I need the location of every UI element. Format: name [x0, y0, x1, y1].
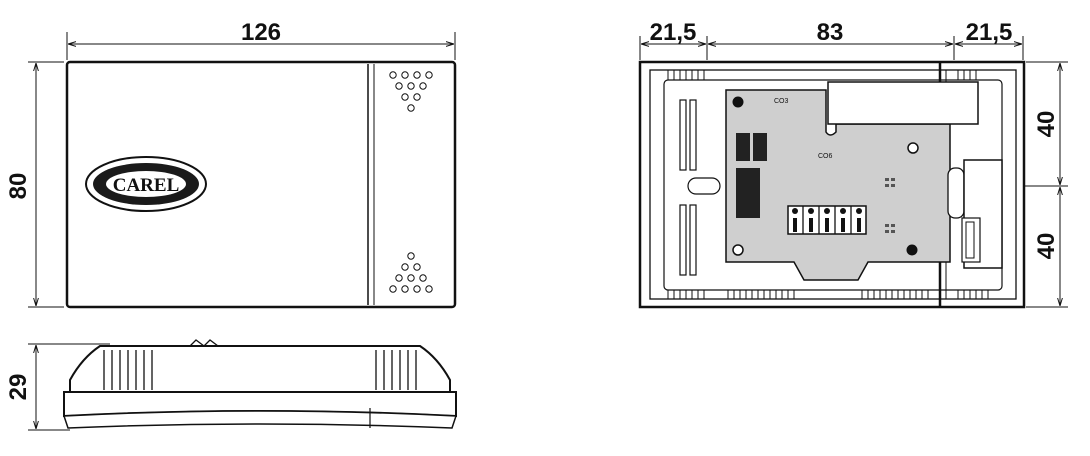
front-housing-outline — [65, 60, 457, 309]
side-top-shell — [69, 345, 451, 393]
back-lower-height-label: 40 — [1033, 233, 1060, 260]
side-ribs-left — [103, 350, 153, 390]
pcb-screw-bottom-left — [732, 244, 744, 256]
left-mounting-slots — [679, 99, 721, 276]
back-left-margin-label: 21,5 — [650, 19, 697, 46]
side-view: 29 — [5, 339, 458, 431]
pcb-text-top: CO3 — [774, 98, 789, 105]
pcb-cover-plate — [827, 81, 979, 125]
pcb-small-components — [885, 178, 895, 233]
back-upper-height-label: 40 — [1033, 111, 1060, 138]
vent-holes-top — [389, 71, 433, 112]
chip-2 — [753, 133, 767, 161]
pcb-text-mid: CO6 — [818, 153, 833, 160]
pcb-screw-top-left — [732, 96, 744, 108]
front-width-label: 126 — [241, 19, 281, 46]
vent-holes-bottom — [389, 252, 433, 293]
carel-logo: CAREL — [85, 156, 207, 212]
pcb-screw-top-right — [907, 142, 919, 154]
terminal-block — [787, 205, 867, 235]
chip-3 — [736, 168, 760, 218]
back-center-width-label: 83 — [817, 19, 844, 46]
side-ribs-right — [375, 350, 417, 390]
bottom-clips — [667, 290, 989, 299]
back-view: 21,5 83 21,5 40 40 — [638, 19, 1068, 309]
side-height-label: 29 — [5, 374, 32, 401]
back-right-margin-label: 21,5 — [966, 19, 1013, 46]
right-side-connector — [947, 159, 1003, 269]
top-clips — [667, 70, 977, 80]
chip-1 — [736, 133, 750, 161]
logo-text: CAREL — [113, 175, 180, 196]
front-height-label: 80 — [5, 173, 32, 200]
pcb-screw-bottom-right — [906, 244, 918, 256]
front-view: 126 80 CAREL — [5, 19, 457, 309]
